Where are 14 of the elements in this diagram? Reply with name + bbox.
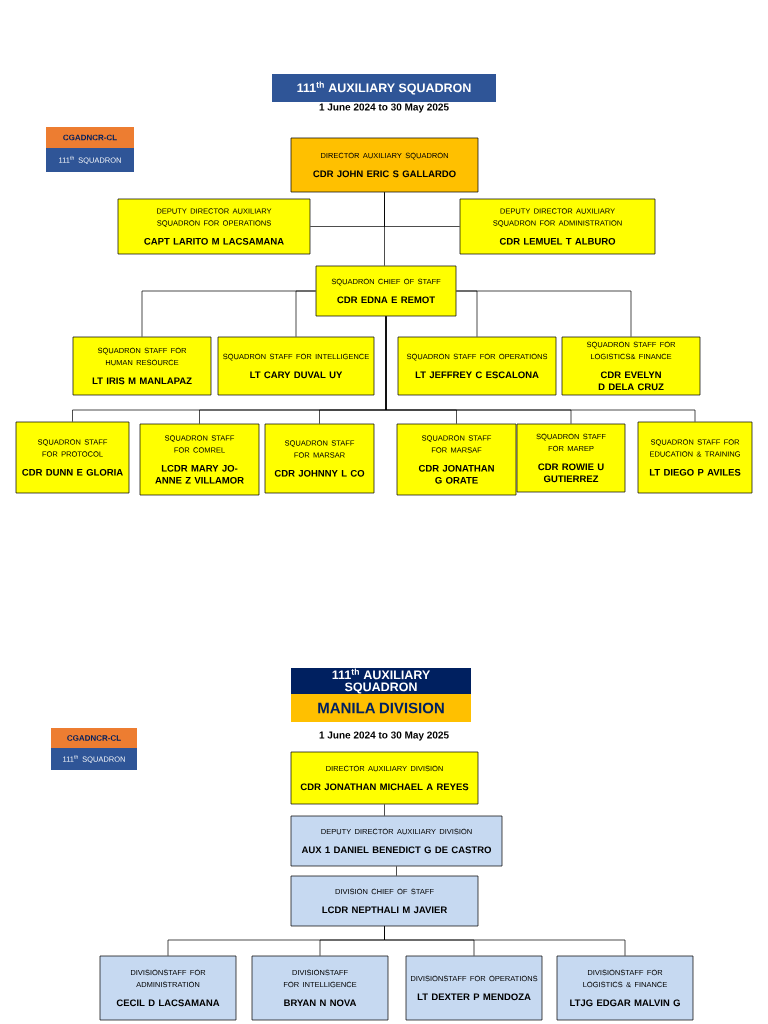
connector-line xyxy=(385,316,696,422)
connector-line xyxy=(384,926,626,956)
connector-line xyxy=(384,804,385,816)
date-range: 1 June 2024 to 30 May 2025 xyxy=(319,103,449,113)
unit-badge: CGADNCR-CL xyxy=(46,127,134,148)
title-banner: 111$^{th}$ AUXILIARY SQUADRON xyxy=(291,668,471,694)
connector-line xyxy=(456,290,632,337)
title-banner: 111$^{th}$ AUXILIARY SQUADRON xyxy=(272,74,496,102)
connector-line xyxy=(295,290,316,337)
division-banner: MANILA DIVISION xyxy=(291,694,471,722)
date-range: 1 June 2024 to 30 May 2025 xyxy=(319,731,449,741)
unit-badge: CGADNCR-CL xyxy=(51,728,137,748)
connector-line xyxy=(396,866,397,876)
connector-line xyxy=(384,192,385,266)
